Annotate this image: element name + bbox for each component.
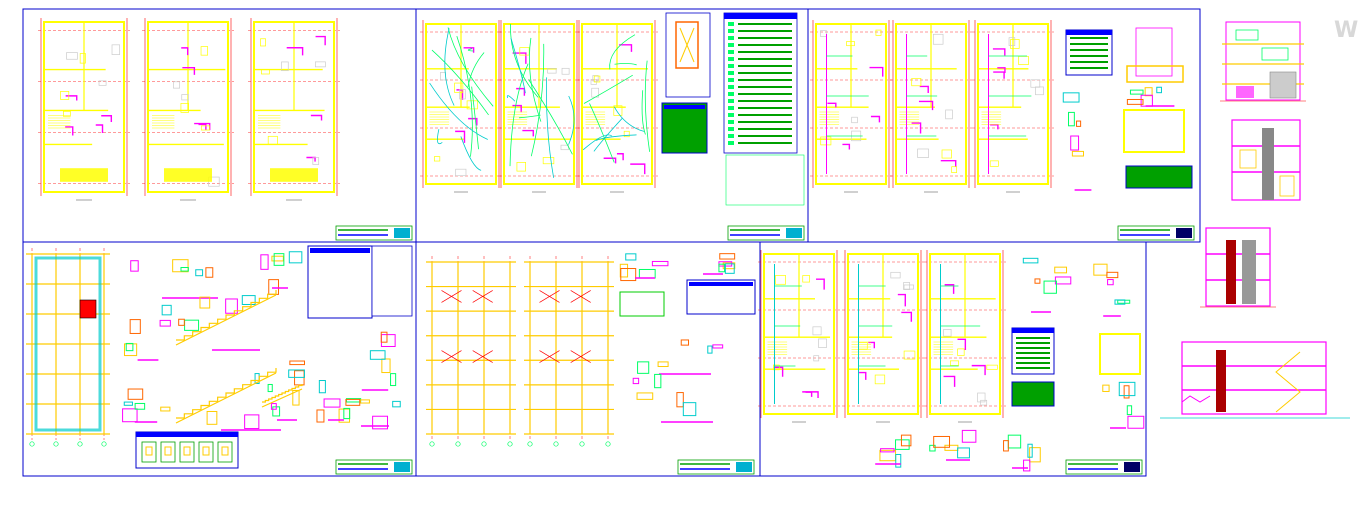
stair-section-1 bbox=[175, 368, 277, 424]
sheet-foundation-frame[interactable] bbox=[415, 241, 761, 477]
floor-plan-elec-1 bbox=[498, 20, 580, 193]
legend-rows bbox=[724, 13, 797, 145]
floor-plan-san-2 bbox=[972, 20, 1054, 193]
detail-12 bbox=[637, 339, 724, 375]
sheet-water-frame[interactable] bbox=[759, 241, 1147, 477]
sanitary-legend-rows bbox=[1066, 30, 1112, 69]
detail-21 bbox=[1102, 381, 1145, 429]
stair-section-2 bbox=[261, 384, 303, 408]
architecture-floor-plans bbox=[38, 18, 340, 201]
floor-plan-arch-2 bbox=[248, 18, 340, 201]
column-schedule-table bbox=[135, 431, 239, 469]
sanitary-details bbox=[1065, 27, 1193, 189]
floor-plan-elec-2 bbox=[576, 20, 658, 193]
electrical-notes-box bbox=[661, 102, 708, 154]
foundation-plans bbox=[426, 256, 614, 447]
elevation-section-b bbox=[1200, 227, 1276, 308]
floor-plan-arch-0 bbox=[38, 18, 130, 201]
foundation-table bbox=[619, 291, 665, 317]
floor-plan-elec-0 bbox=[420, 20, 502, 193]
title-blocks bbox=[335, 225, 1195, 475]
floor-plan-water-1 bbox=[842, 250, 924, 423]
title-block-5 bbox=[1065, 459, 1143, 475]
detail-1 bbox=[260, 251, 303, 295]
detail-10 bbox=[619, 253, 669, 282]
detail-7 bbox=[316, 380, 362, 423]
elevation-section-a bbox=[1231, 119, 1301, 201]
sanitary-floor-plans bbox=[810, 20, 1054, 193]
electrical-riser-detail bbox=[665, 12, 711, 98]
elevation-longitudinal bbox=[1160, 341, 1350, 419]
floor-plan-arch-1 bbox=[142, 18, 234, 201]
grid-plan-found-1 bbox=[524, 256, 614, 447]
electrical-floor-plans bbox=[420, 20, 658, 193]
detail-13 bbox=[632, 373, 713, 423]
detail-16 bbox=[875, 434, 912, 468]
water-notes bbox=[1011, 327, 1141, 407]
title-block-3 bbox=[335, 459, 413, 475]
electrical-legend-table bbox=[723, 12, 798, 154]
detail-6 bbox=[267, 360, 305, 421]
detail-0 bbox=[130, 259, 218, 299]
detail-17 bbox=[929, 429, 977, 461]
septic-tank-detail bbox=[1123, 109, 1185, 153]
sanitary-notes-box bbox=[1125, 165, 1193, 189]
structural-plan bbox=[26, 248, 110, 447]
detail-14 bbox=[1022, 257, 1072, 313]
floor-plan-water-2 bbox=[924, 250, 1006, 423]
floor-plan-water-0 bbox=[758, 250, 840, 423]
detail-9 bbox=[343, 398, 401, 430]
cistern-detail bbox=[1099, 333, 1141, 375]
elevation-drawings bbox=[1160, 21, 1350, 419]
water-floor-plans bbox=[758, 250, 1006, 423]
detail-2 bbox=[123, 304, 172, 361]
grid-plan-struct bbox=[26, 248, 110, 447]
sheet-frames bbox=[22, 8, 1201, 477]
structural-notes bbox=[135, 245, 413, 469]
water-legend-table bbox=[1011, 327, 1055, 375]
construction-details bbox=[122, 86, 1175, 472]
detail-8 bbox=[361, 331, 397, 391]
grid-plan-found-0 bbox=[426, 256, 516, 447]
sheet-architecture-frame[interactable] bbox=[22, 8, 417, 243]
detail-20 bbox=[1126, 86, 1175, 107]
electrical-legend-tables bbox=[661, 12, 805, 206]
detail-18 bbox=[1003, 434, 1041, 472]
structural-specs-box bbox=[371, 245, 413, 317]
elevation-front bbox=[1220, 21, 1306, 102]
title-block-1 bbox=[727, 225, 805, 241]
column-schedule-cells bbox=[141, 441, 233, 463]
detail-4 bbox=[122, 388, 171, 423]
electrical-load-diagram bbox=[725, 154, 805, 206]
detail-11 bbox=[703, 253, 736, 275]
detail-15 bbox=[1093, 263, 1131, 317]
watermark-logo: W bbox=[1334, 18, 1358, 43]
floor-plan-san-0 bbox=[810, 20, 892, 193]
detail-3 bbox=[178, 295, 260, 351]
title-block-0 bbox=[335, 225, 413, 241]
water-legend-rows bbox=[1012, 328, 1054, 369]
floor-plan-san-1 bbox=[890, 20, 972, 193]
stair-section-0 bbox=[175, 290, 277, 346]
title-block-2 bbox=[1117, 225, 1195, 241]
structural-notes-box bbox=[307, 245, 373, 319]
water-notes-box bbox=[1011, 381, 1055, 407]
foundation-notes bbox=[619, 279, 756, 317]
sheet-sanitary-frame[interactable] bbox=[807, 8, 1201, 243]
detail-19 bbox=[1062, 92, 1092, 191]
title-block-4 bbox=[677, 459, 755, 475]
